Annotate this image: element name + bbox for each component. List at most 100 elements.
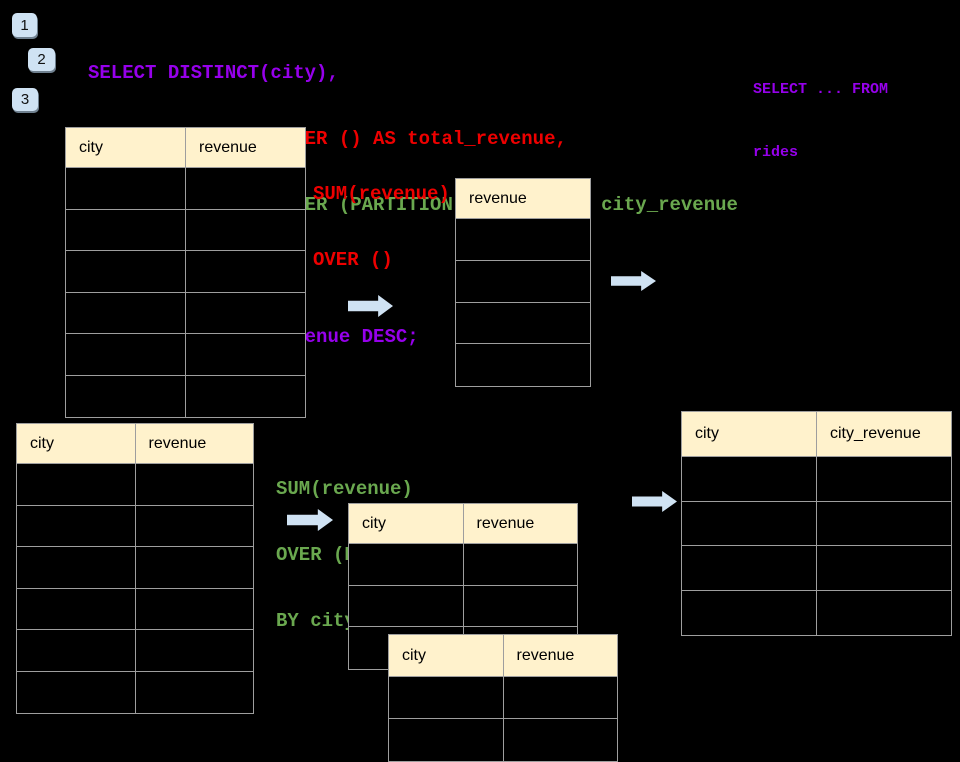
table-cell bbox=[186, 251, 305, 292]
table-header-row: city revenue bbox=[17, 424, 253, 464]
table-cell bbox=[66, 209, 186, 250]
column-header-revenue: revenue bbox=[516, 646, 575, 664]
table-cell bbox=[186, 168, 305, 209]
table-cell bbox=[66, 334, 186, 375]
table-row bbox=[456, 219, 590, 261]
table-row bbox=[17, 630, 253, 672]
column-header-revenue: revenue bbox=[148, 434, 207, 452]
table-city-revenue-result: city city_revenue bbox=[681, 411, 952, 637]
table-row bbox=[682, 590, 951, 636]
table-row bbox=[456, 344, 590, 386]
table-row bbox=[66, 168, 305, 210]
table-cell bbox=[136, 589, 254, 630]
table-row bbox=[349, 585, 578, 628]
step-badge-1: 1 bbox=[12, 13, 37, 37]
table-header-row: city city_revenue bbox=[682, 412, 951, 457]
table-cell bbox=[682, 590, 817, 636]
step-badge-3: 3 bbox=[12, 88, 38, 111]
table-header-row: city revenue bbox=[66, 128, 305, 168]
table-cell bbox=[136, 547, 254, 588]
annotation-sum-over-total: SUM(revenue) OVER () bbox=[313, 139, 450, 293]
column-header-revenue: revenue bbox=[469, 189, 527, 207]
table-cell bbox=[66, 292, 186, 333]
table-cell bbox=[17, 671, 136, 713]
table-row bbox=[389, 677, 617, 719]
table-row bbox=[17, 671, 254, 714]
table-row bbox=[17, 547, 253, 589]
column-header-city: city bbox=[66, 128, 186, 167]
column-header-city: city bbox=[389, 635, 504, 676]
table-row bbox=[17, 464, 253, 506]
table-row bbox=[682, 501, 951, 547]
table-cell bbox=[682, 457, 817, 501]
right-arrow-to-result-icon bbox=[632, 491, 677, 512]
table-row bbox=[66, 375, 305, 418]
table-cell bbox=[817, 457, 951, 501]
table-total-revenue-result: revenue bbox=[455, 178, 591, 388]
table-row bbox=[66, 334, 305, 376]
table-row bbox=[66, 251, 305, 293]
table-cell bbox=[456, 219, 590, 260]
column-header-city: city bbox=[682, 412, 817, 456]
table-row bbox=[66, 209, 305, 251]
table-body bbox=[389, 677, 617, 761]
side-note-line-2: rides bbox=[753, 144, 799, 161]
table-cell bbox=[682, 501, 817, 546]
table-body bbox=[682, 457, 951, 636]
table-body bbox=[456, 219, 590, 386]
table-cell bbox=[504, 677, 618, 718]
table-cell bbox=[66, 251, 186, 292]
column-header-revenue: revenue bbox=[199, 138, 257, 156]
table-cell bbox=[349, 544, 464, 585]
table-cell bbox=[456, 303, 590, 344]
annotation-partition-line-1: SUM(revenue) bbox=[276, 478, 413, 500]
table-cell bbox=[17, 630, 136, 671]
table-cell bbox=[817, 591, 951, 636]
column-header-revenue: revenue bbox=[476, 514, 535, 532]
table-cell bbox=[186, 376, 305, 418]
table-row bbox=[66, 292, 305, 334]
table-cell bbox=[389, 677, 504, 718]
table-row bbox=[17, 505, 254, 547]
table-cell bbox=[464, 544, 578, 585]
table-cell bbox=[136, 630, 254, 671]
table-cell bbox=[186, 210, 305, 251]
table-cell bbox=[817, 546, 951, 590]
table-source-rides-top: city revenue bbox=[65, 127, 306, 418]
table-row bbox=[682, 546, 951, 591]
table-cell bbox=[66, 375, 186, 417]
table-header-row: city revenue bbox=[349, 504, 577, 544]
table-header-row: revenue bbox=[456, 179, 590, 219]
table-body bbox=[17, 464, 253, 713]
table-cell bbox=[349, 585, 464, 627]
table-cell bbox=[186, 334, 305, 375]
table-cell bbox=[17, 588, 136, 629]
table-cell bbox=[66, 168, 186, 209]
table-cell bbox=[136, 506, 254, 547]
column-header-city: city bbox=[17, 424, 136, 463]
table-body bbox=[66, 168, 305, 417]
table-source-rides-bottom: city revenue bbox=[16, 423, 254, 714]
table-row bbox=[349, 544, 577, 586]
table-partition-overlay: city revenue bbox=[388, 634, 618, 762]
side-note-select-from-rides: SELECT ... FROM rides bbox=[753, 37, 888, 184]
annotation-total-line-2: OVER () bbox=[313, 249, 393, 271]
table-cell bbox=[186, 293, 305, 334]
table-cell bbox=[456, 344, 590, 386]
table-cell bbox=[136, 464, 254, 505]
table-cell bbox=[17, 547, 136, 588]
table-cell bbox=[456, 261, 590, 302]
table-row bbox=[389, 719, 617, 761]
side-note-line-1: SELECT ... FROM bbox=[753, 81, 889, 98]
annotation-total-line-1: SUM(revenue) bbox=[313, 183, 450, 205]
table-row bbox=[456, 303, 590, 345]
table-row bbox=[17, 588, 254, 630]
column-header-city-revenue: city_revenue bbox=[830, 425, 921, 442]
table-cell bbox=[389, 719, 504, 761]
table-cell bbox=[136, 672, 254, 714]
sql-line-select: SELECT DISTINCT(city), bbox=[88, 62, 339, 84]
table-cell bbox=[504, 719, 618, 761]
table-cell bbox=[464, 586, 578, 627]
step-badge-2: 2 bbox=[28, 48, 55, 71]
table-cell bbox=[682, 546, 817, 590]
